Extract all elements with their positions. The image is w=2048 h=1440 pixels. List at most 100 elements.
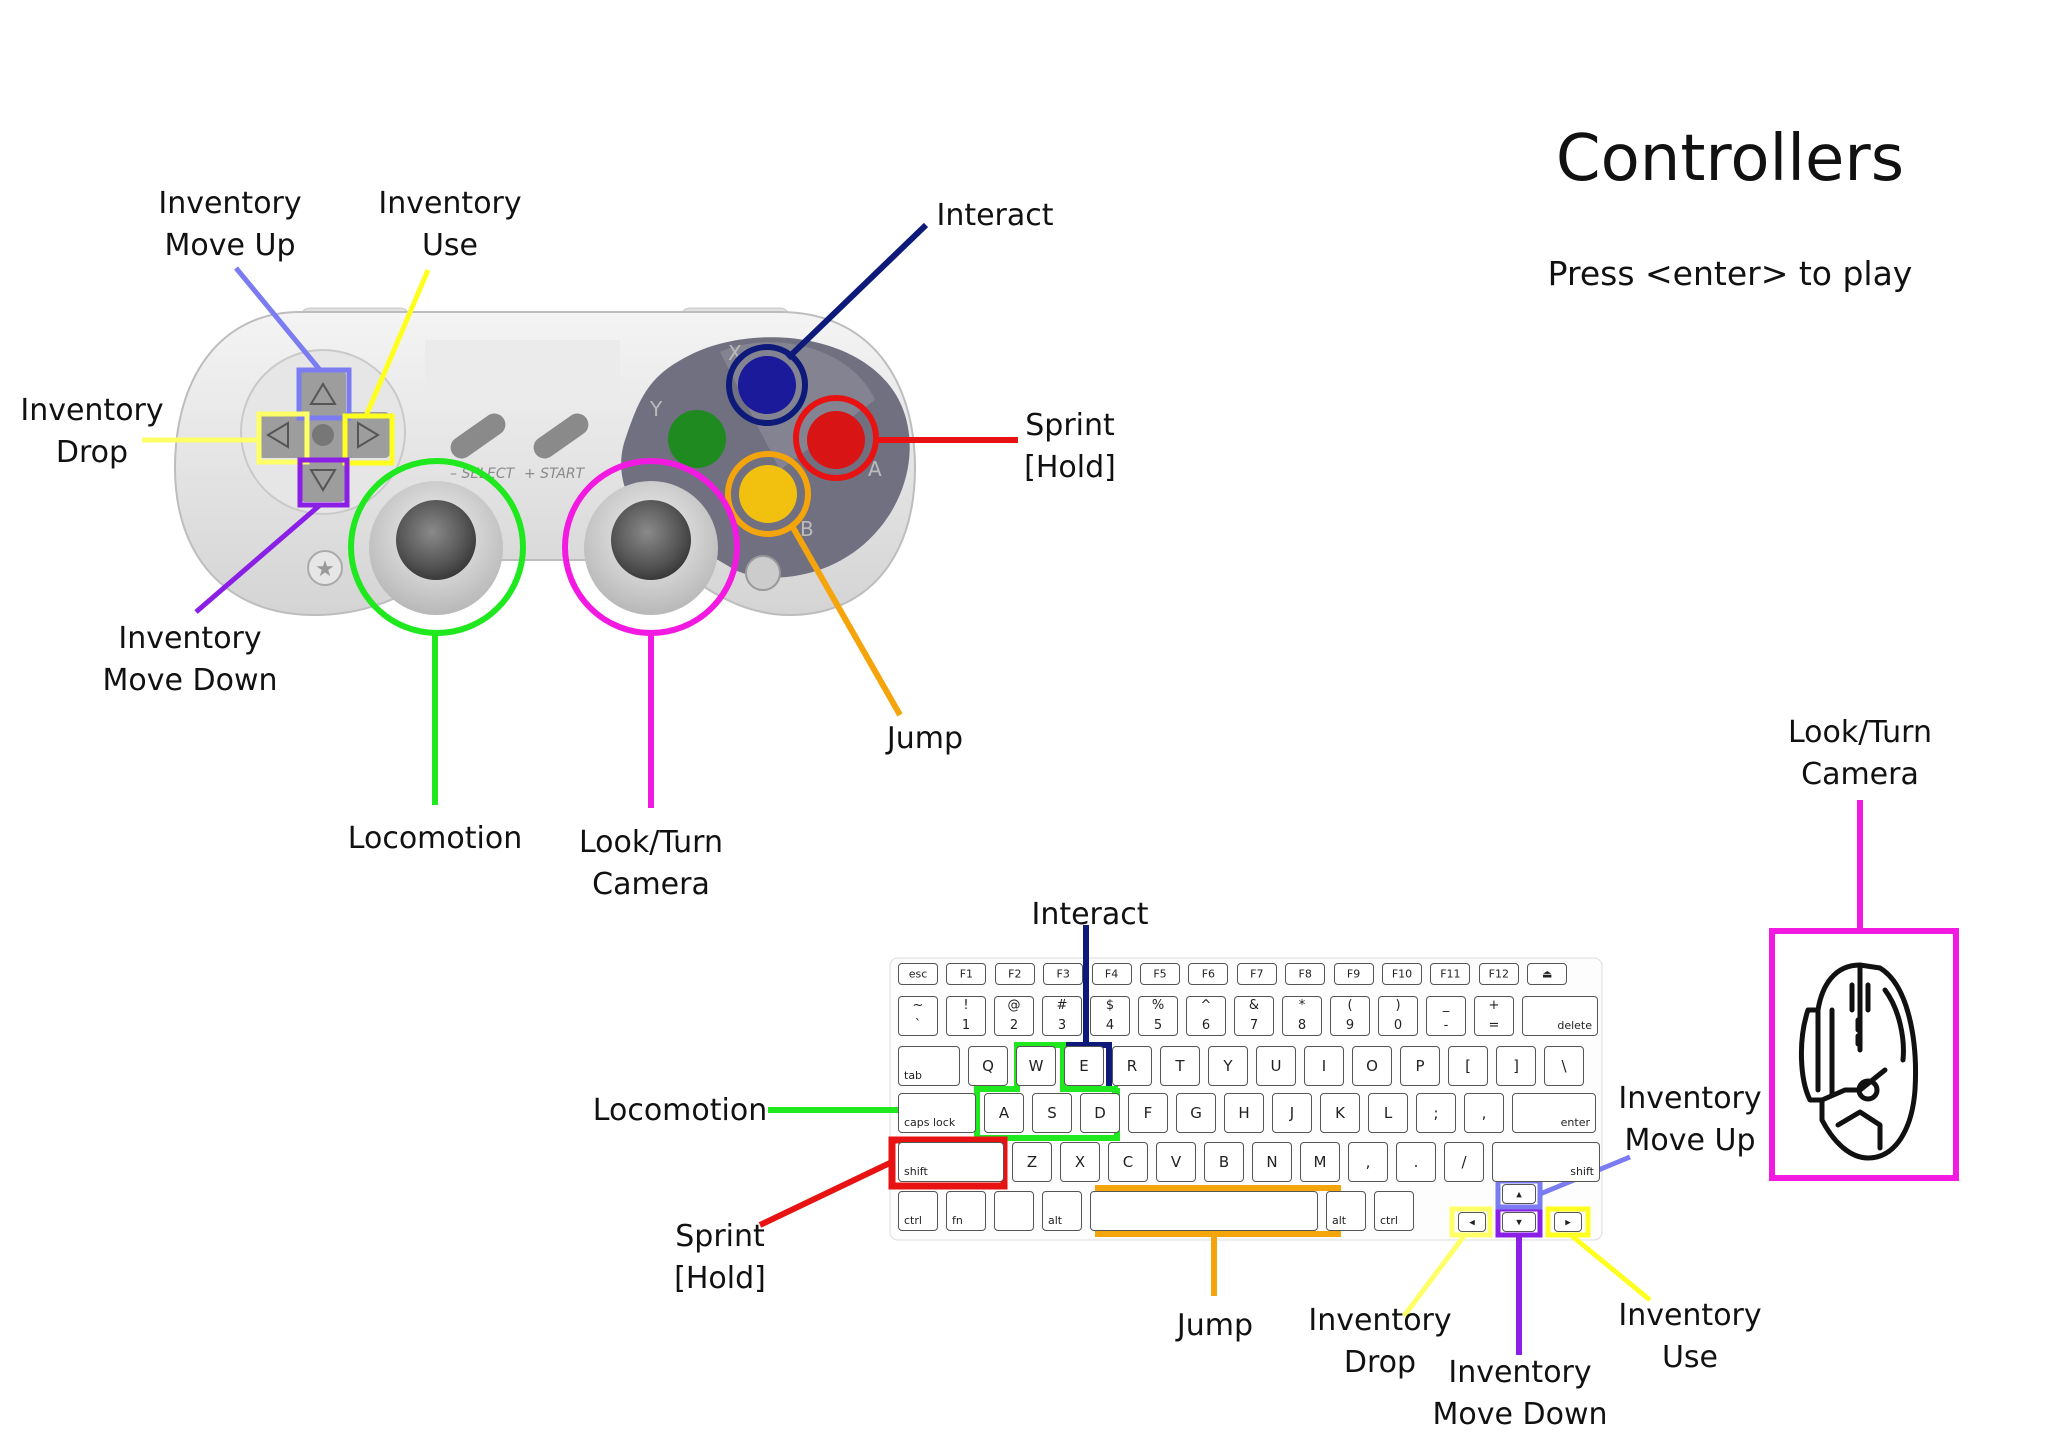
key[interactable]: Y <box>1208 1046 1248 1086</box>
key[interactable]: += <box>1474 996 1514 1036</box>
turbo-button[interactable] <box>307 550 343 586</box>
key-label: ▸ <box>1565 1215 1571 1229</box>
key[interactable]: F11 <box>1430 963 1471 985</box>
gamepad-top-panel <box>425 340 620 392</box>
key[interactable]: F4 <box>1091 963 1132 985</box>
key[interactable]: / <box>1444 1142 1484 1182</box>
key[interactable]: A <box>984 1093 1024 1133</box>
key[interactable]: R <box>1112 1046 1152 1086</box>
key[interactable]: P <box>1400 1046 1440 1086</box>
key[interactable]: E <box>1064 1046 1104 1086</box>
key[interactable]: T <box>1160 1046 1200 1086</box>
key[interactable]: . <box>1396 1142 1436 1182</box>
key-label: caps lock <box>904 1116 956 1129</box>
start-button[interactable] <box>529 409 592 463</box>
key[interactable]: H <box>1224 1093 1264 1133</box>
key[interactable]: *8 <box>1282 996 1322 1036</box>
key[interactable]: O <box>1352 1046 1392 1086</box>
key[interactable]: ^6 <box>1186 996 1226 1036</box>
key[interactable]: F3 <box>1043 963 1084 985</box>
key[interactable]: caps lock <box>898 1093 976 1133</box>
key[interactable]: ctrl <box>898 1191 938 1231</box>
key[interactable]: )0 <box>1378 996 1418 1036</box>
key-label: fn <box>952 1214 963 1227</box>
key[interactable]: ctrl <box>1374 1191 1414 1231</box>
key[interactable]: F <box>1128 1093 1168 1133</box>
key[interactable]: (9 <box>1330 996 1370 1036</box>
key[interactable]: Q <box>968 1046 1008 1086</box>
key[interactable]: F2 <box>994 963 1035 985</box>
key[interactable]: ▾ <box>1502 1212 1536 1232</box>
key[interactable]: I <box>1304 1046 1344 1086</box>
key[interactable]: ~` <box>898 996 938 1036</box>
key[interactable]: enter <box>1512 1093 1596 1133</box>
key[interactable]: F1 <box>946 963 987 985</box>
key[interactable] <box>1090 1191 1318 1231</box>
key[interactable]: shift <box>898 1142 1004 1182</box>
key[interactable]: U <box>1256 1046 1296 1086</box>
key[interactable]: tab <box>898 1046 960 1086</box>
key[interactable]: ; <box>1416 1093 1456 1133</box>
key[interactable]: F5 <box>1140 963 1180 985</box>
b-button[interactable] <box>739 465 797 523</box>
key[interactable]: J <box>1272 1093 1312 1133</box>
key[interactable]: esc <box>898 963 938 985</box>
key[interactable]: _- <box>1426 996 1466 1036</box>
key[interactable]: #3 <box>1042 996 1082 1036</box>
key-label: ▾ <box>1516 1215 1522 1229</box>
key[interactable]: ▸ <box>1554 1212 1582 1232</box>
dpad-down-arrow-icon <box>309 469 337 492</box>
key[interactable]: C <box>1108 1142 1148 1182</box>
key[interactable]: B <box>1204 1142 1244 1182</box>
key[interactable] <box>994 1191 1034 1231</box>
key[interactable]: F8 <box>1285 963 1326 985</box>
key[interactable]: !1 <box>946 996 986 1036</box>
key-label: F9 <box>1346 967 1361 981</box>
key[interactable]: \ <box>1544 1046 1584 1086</box>
x-button[interactable] <box>738 356 796 414</box>
key[interactable]: N <box>1252 1142 1292 1182</box>
key[interactable]: delete <box>1522 996 1598 1036</box>
key[interactable]: F7 <box>1236 963 1277 985</box>
key[interactable]: ▴ <box>1502 1184 1536 1204</box>
key[interactable]: M <box>1300 1142 1340 1182</box>
key[interactable]: alt <box>1326 1191 1366 1231</box>
key[interactable]: X <box>1060 1142 1100 1182</box>
key-label: [ <box>1465 1057 1471 1075</box>
key[interactable]: %5 <box>1138 996 1178 1036</box>
key-label: ; <box>1433 1104 1439 1122</box>
key[interactable]: F9 <box>1333 963 1374 985</box>
key-label: S <box>1047 1104 1057 1122</box>
key[interactable]: K <box>1320 1093 1360 1133</box>
key[interactable]: ⏏ <box>1527 963 1568 985</box>
key[interactable]: G <box>1176 1093 1216 1133</box>
key[interactable]: , <box>1464 1093 1504 1133</box>
y-button[interactable] <box>668 410 726 468</box>
key[interactable]: @2 <box>994 996 1034 1036</box>
key[interactable]: F12 <box>1478 963 1519 985</box>
left-thumbstick[interactable] <box>369 481 503 615</box>
key[interactable]: V <box>1156 1142 1196 1182</box>
key[interactable]: Z <box>1012 1142 1052 1182</box>
key[interactable]: ] <box>1496 1046 1536 1086</box>
key[interactable]: W <box>1016 1046 1056 1086</box>
key-label: H <box>1238 1104 1250 1122</box>
key[interactable]: [ <box>1448 1046 1488 1086</box>
key[interactable]: D <box>1080 1093 1120 1133</box>
key[interactable]: , <box>1348 1142 1388 1182</box>
key[interactable]: &7 <box>1234 996 1274 1036</box>
a-button[interactable] <box>807 411 865 469</box>
key[interactable]: L <box>1368 1093 1408 1133</box>
key[interactable]: F10 <box>1382 963 1422 985</box>
select-button[interactable] <box>446 409 509 463</box>
key[interactable]: shift <box>1492 1142 1600 1182</box>
key[interactable]: S <box>1032 1093 1072 1133</box>
home-button[interactable] <box>745 555 781 591</box>
key[interactable]: fn <box>946 1191 986 1231</box>
key[interactable]: alt <box>1042 1191 1082 1231</box>
key-label: ^ <box>1200 998 1212 1013</box>
key[interactable]: F6 <box>1188 963 1229 985</box>
right-thumbstick[interactable] <box>584 481 718 615</box>
key[interactable]: ◂ <box>1458 1212 1486 1232</box>
key[interactable]: $4 <box>1090 996 1130 1036</box>
